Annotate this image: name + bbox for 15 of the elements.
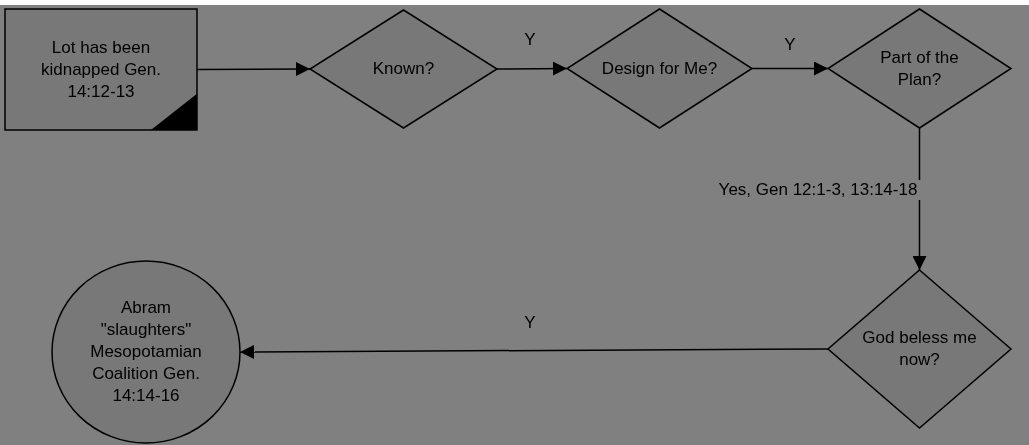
node-text: Abram "slaughters" Mesopotamian Coalition Gen. 14:14-16 — [89, 297, 203, 407]
arrow — [496, 61, 568, 76]
decision-diamond — [310, 10, 497, 128]
decision-diamond — [828, 270, 1011, 428]
arrow — [751, 61, 829, 76]
node-text: God beless me now? — [861, 327, 978, 371]
process-box — [5, 9, 197, 130]
decision-diamond — [567, 9, 752, 128]
node-text: Design for Me? — [601, 57, 718, 80]
arrow — [912, 127, 927, 271]
terminal-ellipse — [52, 261, 240, 443]
node-text: Lot has been kidnapped Gen. 14:12-13 — [39, 36, 162, 103]
node-text: Known? — [372, 58, 435, 80]
node-text: Part of the Plan? — [879, 46, 960, 91]
decision-diamond — [828, 9, 1011, 128]
